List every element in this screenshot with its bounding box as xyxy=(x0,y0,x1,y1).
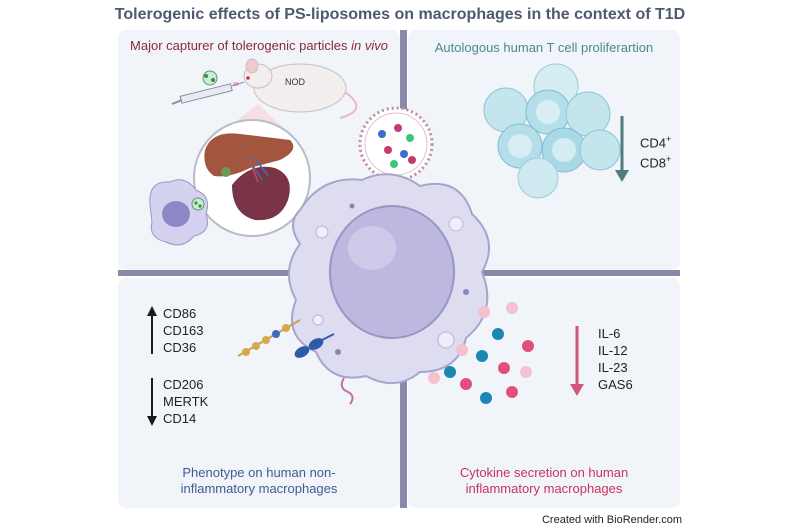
bottom-left-caption-line1: Phenotype on human non- xyxy=(182,465,336,480)
receptor-tail xyxy=(340,377,354,405)
receptor-chain xyxy=(237,319,301,357)
mouse-label: NOD xyxy=(285,77,306,87)
up-marker-item: CD86 xyxy=(163,306,197,321)
down-arrow-black xyxy=(147,378,157,426)
bottom-left-caption-line2: inflammatory macrophages xyxy=(180,481,338,496)
marker-cd8: CD8+ xyxy=(640,154,672,171)
particles-icon xyxy=(202,70,218,86)
biorender-credit[interactable]: Created with BioRender.com xyxy=(541,514,682,526)
t-cell-cluster xyxy=(483,63,621,199)
down-arrow-teal xyxy=(615,116,629,182)
down-markers-list: CD206 MERTK CD14 xyxy=(163,376,208,427)
down-marker-item: CD206 xyxy=(163,377,204,392)
capturing-macrophage xyxy=(149,179,209,246)
up-markers-list: CD86 CD163 CD36 xyxy=(163,305,203,356)
up-marker-item: CD36 xyxy=(163,340,197,355)
cytokine-item: IL-12 xyxy=(598,343,628,358)
top-left-title-italic: in vivo xyxy=(351,38,388,53)
organ-zoom-circle xyxy=(193,119,311,237)
central-macrophage xyxy=(288,173,490,384)
cytokine-item: IL-6 xyxy=(598,326,621,341)
t-cell-markers: CD4+ CD8+ xyxy=(640,131,671,172)
bottom-right-caption-line2: inflammatory macrophages xyxy=(465,481,623,496)
receptor-blue xyxy=(294,333,335,358)
cytokine-item: IL-23 xyxy=(598,360,628,375)
down-marker-item: MERTK xyxy=(163,394,209,409)
bottom-left-caption: Phenotype on human non- inflammatory mac… xyxy=(118,465,400,497)
top-left-title: Major capturer of tolerogenic particles … xyxy=(118,38,400,53)
marker-cd4: CD4+ xyxy=(640,134,672,151)
cytokine-dots xyxy=(428,302,534,404)
cytokine-list: IL-6 IL-12 IL-23 GAS6 xyxy=(598,325,633,393)
figure-title: Tolerogenic effects of PS-liposomes on m… xyxy=(114,6,686,23)
top-right-title: Autologous human T cell proliferartion xyxy=(434,40,654,55)
mouse-illustration: NOD xyxy=(233,58,358,119)
syringe-icon xyxy=(171,81,245,105)
cytokine-item: GAS6 xyxy=(598,377,633,392)
top-left-title-main: Major capturer of tolerogenic particles xyxy=(130,38,352,53)
ps-liposome xyxy=(358,106,434,182)
down-arrow-red xyxy=(570,326,584,396)
up-arrow xyxy=(147,306,157,354)
bottom-right-caption-line1: Cytokine secretion on human xyxy=(459,465,629,480)
bottom-right-caption: Cytokine secretion on human inflammatory… xyxy=(408,465,680,497)
down-marker-item: CD14 xyxy=(163,411,197,426)
up-marker-item: CD163 xyxy=(163,323,204,338)
